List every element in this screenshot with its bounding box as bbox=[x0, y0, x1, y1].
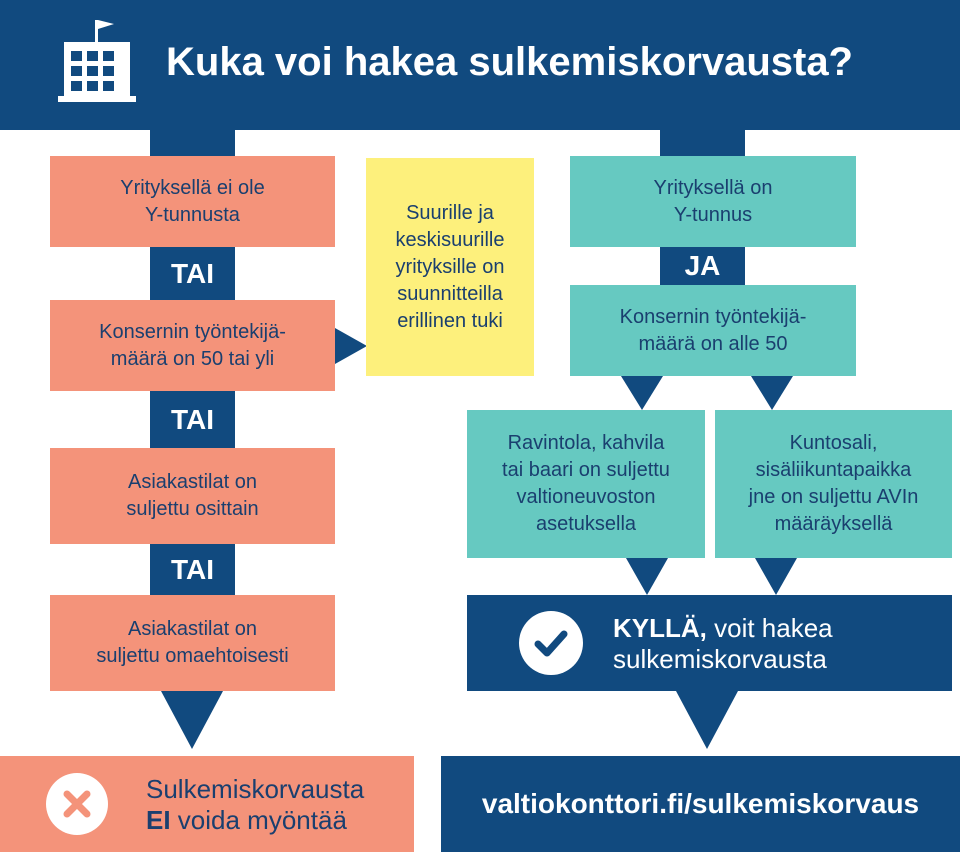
header-connector-left bbox=[150, 130, 235, 156]
arrow-down-to-no bbox=[161, 691, 223, 749]
yes-result-box: KYLLÄ, voit hakea sulkemiskorvausta bbox=[467, 595, 952, 691]
no-result-box: Sulkemiskorvausta EI voida myöntää bbox=[0, 756, 414, 852]
or-connector-3: TAI bbox=[150, 544, 235, 595]
header-connector-right bbox=[660, 130, 745, 156]
header-banner: Kuka voi hakea sulkemiskorvausta? bbox=[0, 0, 960, 130]
website-link[interactable]: valtiokonttori.fi/sulkemiskorvaus bbox=[481, 788, 920, 819]
page-title: Kuka voi hakea sulkemiskorvausta? bbox=[166, 40, 853, 84]
right-box-employees-under-50: Konsernin työntekijä-määrä on alle 50 bbox=[570, 285, 856, 376]
website-link-box[interactable]: valtiokonttori.fi/sulkemiskorvaus bbox=[441, 756, 960, 852]
and-connector: JA bbox=[660, 247, 745, 285]
arrow-down-to-branch2 bbox=[751, 376, 793, 410]
arrow-down-to-branch1 bbox=[621, 376, 663, 410]
building-with-flag-icon bbox=[58, 20, 136, 102]
or-connector-1: TAI bbox=[150, 247, 235, 300]
left-box-employees-50-or-more: Konsernin työntekijä-määrä on 50 tai yli bbox=[50, 300, 335, 391]
arrow-down-to-url bbox=[676, 691, 738, 749]
arrow-down-from-branch1 bbox=[626, 558, 668, 595]
checkmark-icon bbox=[519, 611, 583, 675]
arrow-right-to-middle bbox=[335, 328, 367, 364]
close-icon bbox=[46, 773, 108, 835]
arrow-down-from-branch2 bbox=[755, 558, 797, 595]
or-connector-2: TAI bbox=[150, 391, 235, 448]
no-result-text: Sulkemiskorvausta EI voida myöntää bbox=[146, 774, 365, 835]
yes-result-text: KYLLÄ, voit hakea sulkemiskorvausta bbox=[613, 613, 833, 674]
